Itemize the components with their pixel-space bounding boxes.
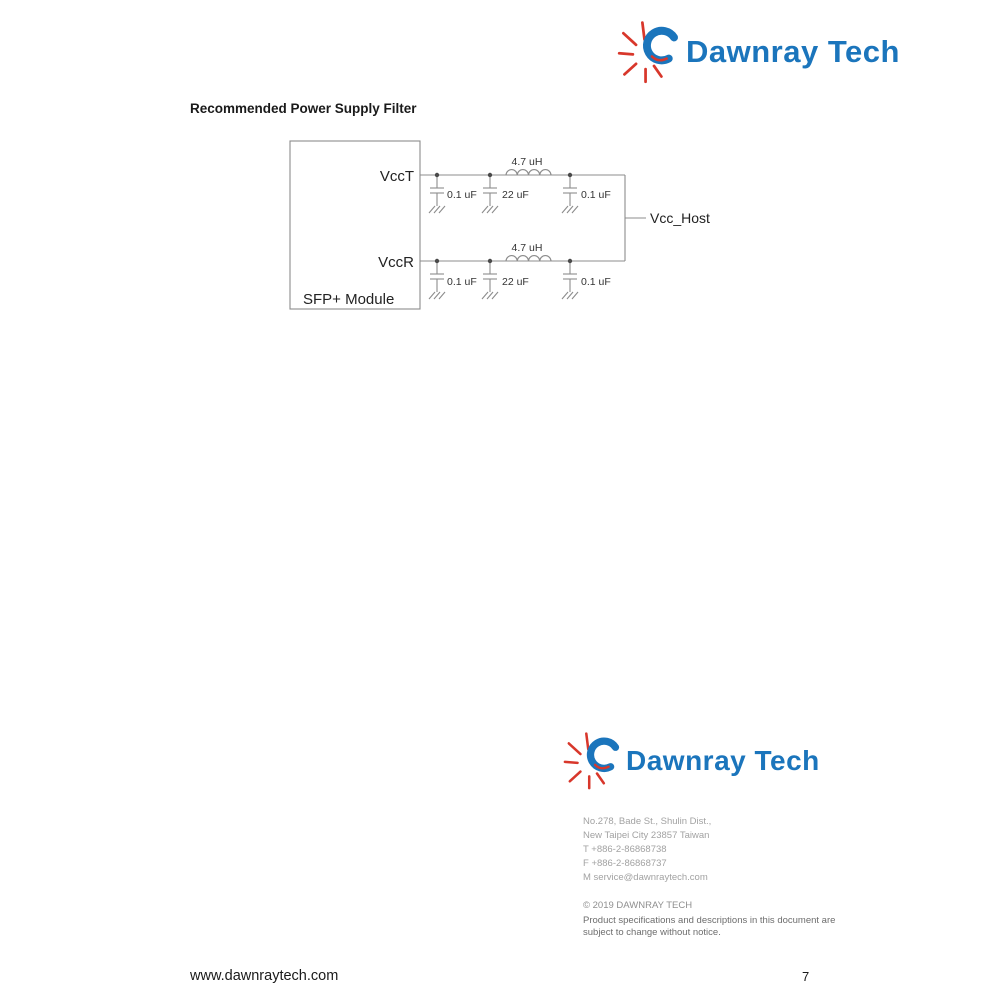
header-logo: Dawnray Tech (616, 10, 900, 86)
junction-dots (434, 172, 573, 264)
capacitor-top-3-icon (561, 174, 579, 214)
phone-line: T +886-2-86868738 (583, 844, 667, 855)
module-label: SFP+ Module (303, 291, 394, 308)
capacitor-bottom-3-icon (561, 260, 579, 300)
logo-text: Dawnray Tech (626, 745, 820, 776)
inductor-bottom-icon (505, 255, 552, 262)
cap-label-bottom-3: 0.1 uF (581, 276, 611, 288)
address-line-1: No.278, Bade St., Shulin Dist., (583, 816, 712, 827)
cap-label-bottom-2: 22 uF (502, 276, 529, 288)
copyright-line: © 2019 DAWNRAY TECH (583, 900, 693, 911)
notice-line-1: Product specifications and descriptions … (583, 914, 836, 926)
pin-label-vcct: VccT (380, 168, 414, 185)
logo-text: Dawnray Tech (686, 34, 900, 69)
inductor-top-icon (505, 169, 552, 176)
legal-block: © 2019 DAWNRAY TECH Product specificatio… (583, 900, 835, 940)
sun-rays-icon (563, 732, 606, 790)
cap-label-bottom-1: 0.1 uF (447, 276, 477, 288)
wires (420, 174, 646, 262)
sun-swirl-icon (593, 763, 610, 770)
company-address: No.278, Bade St., Shulin Dist., New Taip… (583, 815, 711, 885)
dawnray-sun-icon (563, 732, 620, 790)
cap-label-top-3: 0.1 uF (581, 189, 611, 201)
dawnray-sun-icon (617, 21, 679, 84)
capacitor-bottom-2-icon (481, 260, 499, 300)
pin-label-vccr: VccR (378, 254, 414, 271)
capacitor-bottom-1-icon (428, 260, 446, 300)
cap-label-top-2: 22 uF (502, 189, 529, 201)
output-label: Vcc_Host (650, 210, 710, 226)
inductor-bottom-label: 4.7 uH (512, 242, 543, 254)
sun-swirl-icon (650, 55, 668, 62)
sun-rays-icon (617, 21, 663, 84)
sfp-module-box (289, 140, 421, 310)
capacitor-top-2-icon (481, 174, 499, 214)
page-number: 7 (802, 969, 810, 984)
page-title: Recommended Power Supply Filter (190, 101, 417, 116)
inductor-top-label: 4.7 uH (512, 156, 543, 168)
notice-line-2: subject to change without notice. (583, 927, 721, 938)
cap-label-top-1: 0.1 uF (447, 189, 477, 201)
footer-website: www.dawnraytech.com (190, 968, 339, 984)
capacitor-top-1-icon (428, 174, 446, 214)
fax-line: F +886-2-86868737 (583, 858, 667, 869)
address-line-2: New Taipei City 23857 Taiwan (583, 830, 710, 841)
email-line: M service@dawnraytech.com (583, 872, 708, 883)
footer-logo: Dawnray Tech (562, 722, 820, 792)
